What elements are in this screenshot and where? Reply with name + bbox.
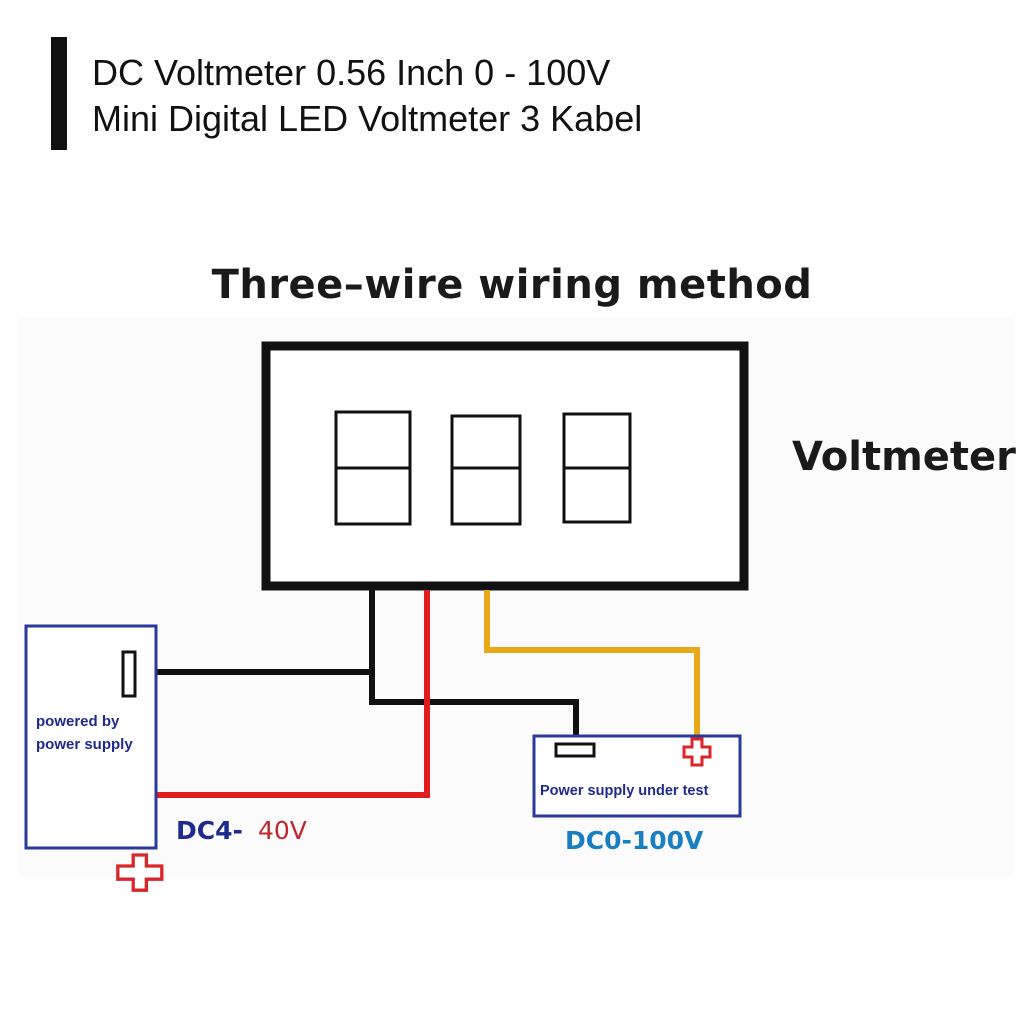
- digit-2: [450, 414, 522, 526]
- supply-range-value: 40V: [258, 816, 307, 845]
- red-wire: [152, 590, 430, 798]
- plus-terminal-icon: [116, 853, 164, 892]
- voltmeter-label: Voltmeter: [792, 434, 1016, 480]
- digit-1: [334, 410, 412, 526]
- test-minus-terminal-icon: [554, 742, 596, 758]
- supply-box-text-2: power supply: [36, 736, 133, 753]
- diagram-heading: Three–wire wiring method: [211, 262, 813, 308]
- page-title-line-1: DC Voltmeter 0.56 Inch 0 - 100V: [92, 52, 611, 93]
- test-range-label: DC0-100V: [565, 826, 704, 855]
- supply-box-text-1: powered by: [36, 713, 120, 730]
- voltmeter-body: [261, 341, 749, 591]
- black-wire: [369, 590, 579, 740]
- minus-terminal-icon: [121, 650, 137, 698]
- digit-3: [562, 412, 632, 524]
- yellow-wire: [484, 590, 700, 742]
- test-plus-terminal-icon: [682, 737, 712, 767]
- supply-range-prefix: DC4-: [176, 816, 243, 845]
- title-accent-bar: [51, 37, 67, 150]
- test-box-text: Power supply under test: [540, 783, 709, 799]
- page-title-line-2: Mini Digital LED Voltmeter 3 Kabel: [92, 98, 643, 139]
